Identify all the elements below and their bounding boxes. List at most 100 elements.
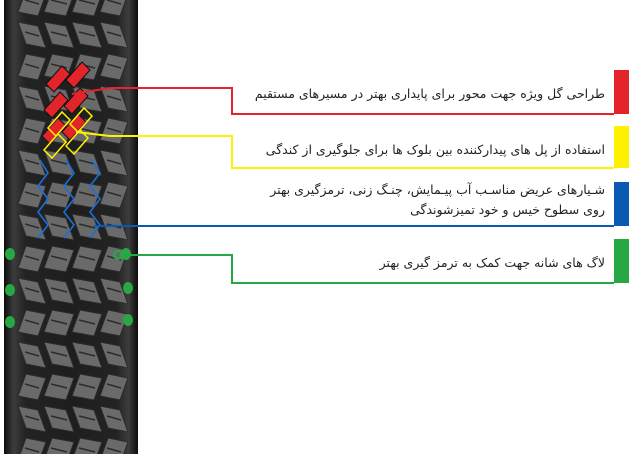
callout-2-color-tab [614, 126, 629, 168]
sipe [24, 319, 40, 325]
callout-2-leader [75, 131, 614, 169]
tread-block [17, 213, 47, 241]
shoulder-lug-green [5, 316, 15, 328]
callout-1-leader [71, 87, 614, 115]
tread-block [99, 309, 129, 337]
sipe [50, 447, 68, 453]
callout-3-line-2: روی سطوح خیس و خود تمیزشوندگی [410, 202, 605, 217]
sipe [24, 0, 40, 5]
sipe [50, 159, 68, 165]
sipe [78, 415, 96, 421]
callout-2-text: استفاده از پل های پیدارکننده بین بلوک ها… [266, 140, 605, 160]
sipe [24, 255, 40, 261]
tread-block [71, 213, 103, 241]
shoulder-lug-green [123, 314, 133, 326]
callout-4-color-tab [614, 239, 629, 283]
sipe [106, 383, 122, 389]
sipe [106, 351, 122, 357]
sipe [78, 255, 96, 261]
callout-2 [75, 126, 629, 169]
sipe [50, 351, 68, 357]
bridge-outline-yellow [42, 132, 68, 160]
callout-4-anchor-dot [113, 250, 123, 260]
tread-block [73, 437, 103, 454]
callout-3-text: شـیارهای عریض مناسـب آب پیـمایش، چنـگ زن… [270, 180, 605, 220]
callout-1-color-tab [614, 70, 629, 114]
callout-4 [113, 239, 629, 284]
sipe [50, 191, 68, 197]
sipe [50, 287, 68, 293]
sipe [78, 191, 96, 197]
callout-1 [71, 70, 629, 115]
callout-1-text: طراحی گل ویژه جهت محور برای پایداری بهتر… [255, 84, 605, 104]
tread-block [43, 341, 75, 369]
tread-block [99, 405, 129, 433]
callout-2-line-1: استفاده از پل های پیدارکننده بین بلوک ها… [265, 142, 605, 157]
sipe [106, 127, 122, 133]
tread-block [99, 181, 129, 209]
highlight-block-red [41, 117, 67, 145]
sipe [24, 31, 40, 37]
tread-block [17, 245, 47, 273]
sipe [50, 223, 68, 229]
sipe [106, 0, 122, 5]
tread-block [17, 373, 47, 401]
tread-block [19, 437, 47, 454]
tread-block [17, 341, 47, 369]
tread-block [17, 277, 47, 305]
callout-4-leader [120, 254, 614, 284]
bridge-outline-yellow [46, 110, 72, 138]
tread-pattern [17, 0, 129, 454]
tread-block [99, 117, 129, 145]
sipe [78, 287, 96, 293]
sipe [24, 447, 40, 453]
sipe [78, 319, 96, 325]
callout-4-line-1: لاگ های شانه جهت کمک به ترمز گیری بهتر [379, 255, 605, 270]
tread-block [71, 405, 103, 433]
sipe [78, 383, 96, 389]
tread-block [43, 277, 75, 305]
tread-block [71, 245, 103, 273]
tread-block [99, 373, 129, 401]
tread-block [101, 437, 129, 454]
sipe [24, 159, 40, 165]
tread-block [71, 373, 103, 401]
callout-3 [94, 182, 629, 227]
tread-block [43, 405, 75, 433]
tread-block [71, 149, 103, 177]
tread-block [71, 277, 103, 305]
sipe [78, 223, 96, 229]
highlight-block-red [65, 61, 91, 89]
sipe [78, 159, 96, 165]
tread-block [43, 373, 75, 401]
callout-3-color-tab [614, 182, 629, 226]
sipe [50, 31, 68, 37]
sipe [50, 63, 68, 69]
sipe [24, 95, 40, 101]
sipe [24, 191, 40, 197]
shoulder-lug-green [5, 248, 15, 260]
tread-block [17, 21, 47, 49]
sipe [24, 383, 40, 389]
tread-block [71, 21, 103, 49]
sipe [106, 415, 122, 421]
tread-block [99, 277, 129, 305]
highlight-block-red [45, 65, 71, 93]
sipe [106, 95, 122, 101]
sipe [106, 63, 122, 69]
tread-block [17, 309, 47, 337]
tread-block [99, 149, 129, 177]
callout-4-text: لاگ های شانه جهت کمک به ترمز گیری بهتر [380, 253, 605, 273]
tread-block [17, 53, 47, 81]
sipe [106, 159, 122, 165]
sipe [50, 255, 68, 261]
bridge-outline-yellow [64, 128, 90, 156]
tread-block [43, 309, 75, 337]
bridge-outline-yellow [68, 106, 94, 134]
sipe [78, 31, 96, 37]
tread-block [17, 405, 47, 433]
sipe [50, 319, 68, 325]
sipe [106, 31, 122, 37]
sipe [50, 0, 68, 5]
